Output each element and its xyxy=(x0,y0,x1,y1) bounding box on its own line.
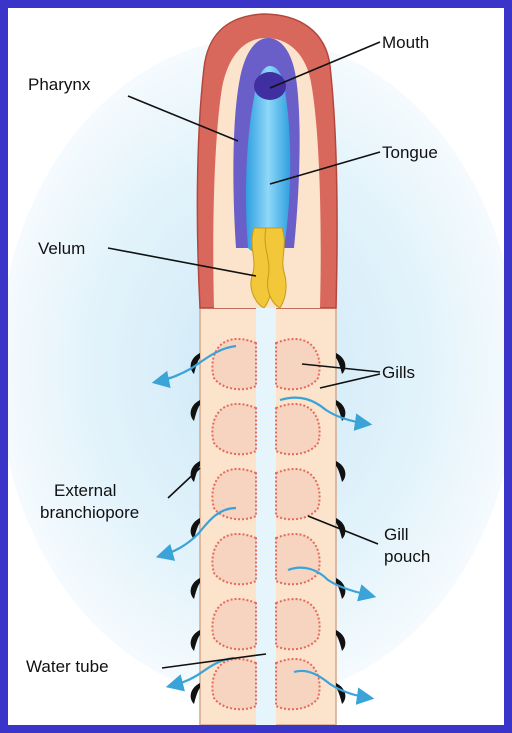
velum-label: Velum xyxy=(38,239,85,258)
gill-pouch-label-line2: pouch xyxy=(384,547,430,566)
gills-label: Gills xyxy=(382,363,415,382)
external-branchiopore-label-line2: branchiopore xyxy=(40,503,139,522)
external-branchiopore-label-line1: External xyxy=(54,481,116,500)
mouth-opening xyxy=(254,72,286,100)
water-tube-lumen xyxy=(256,308,276,725)
lamprey-pharynx-figure: Mouth Pharynx Tongue Velum Gills Externa… xyxy=(8,8,504,725)
lamprey-pharynx-diagram: Mouth Pharynx Tongue Velum Gills Externa… xyxy=(8,8,504,725)
water-tube-label: Water tube xyxy=(26,657,109,676)
gill-pouch-label-line1: Gill xyxy=(384,525,409,544)
velum xyxy=(251,228,286,308)
mouth-label: Mouth xyxy=(382,33,429,52)
pharynx-label: Pharynx xyxy=(28,75,91,94)
tongue-label: Tongue xyxy=(382,143,438,162)
